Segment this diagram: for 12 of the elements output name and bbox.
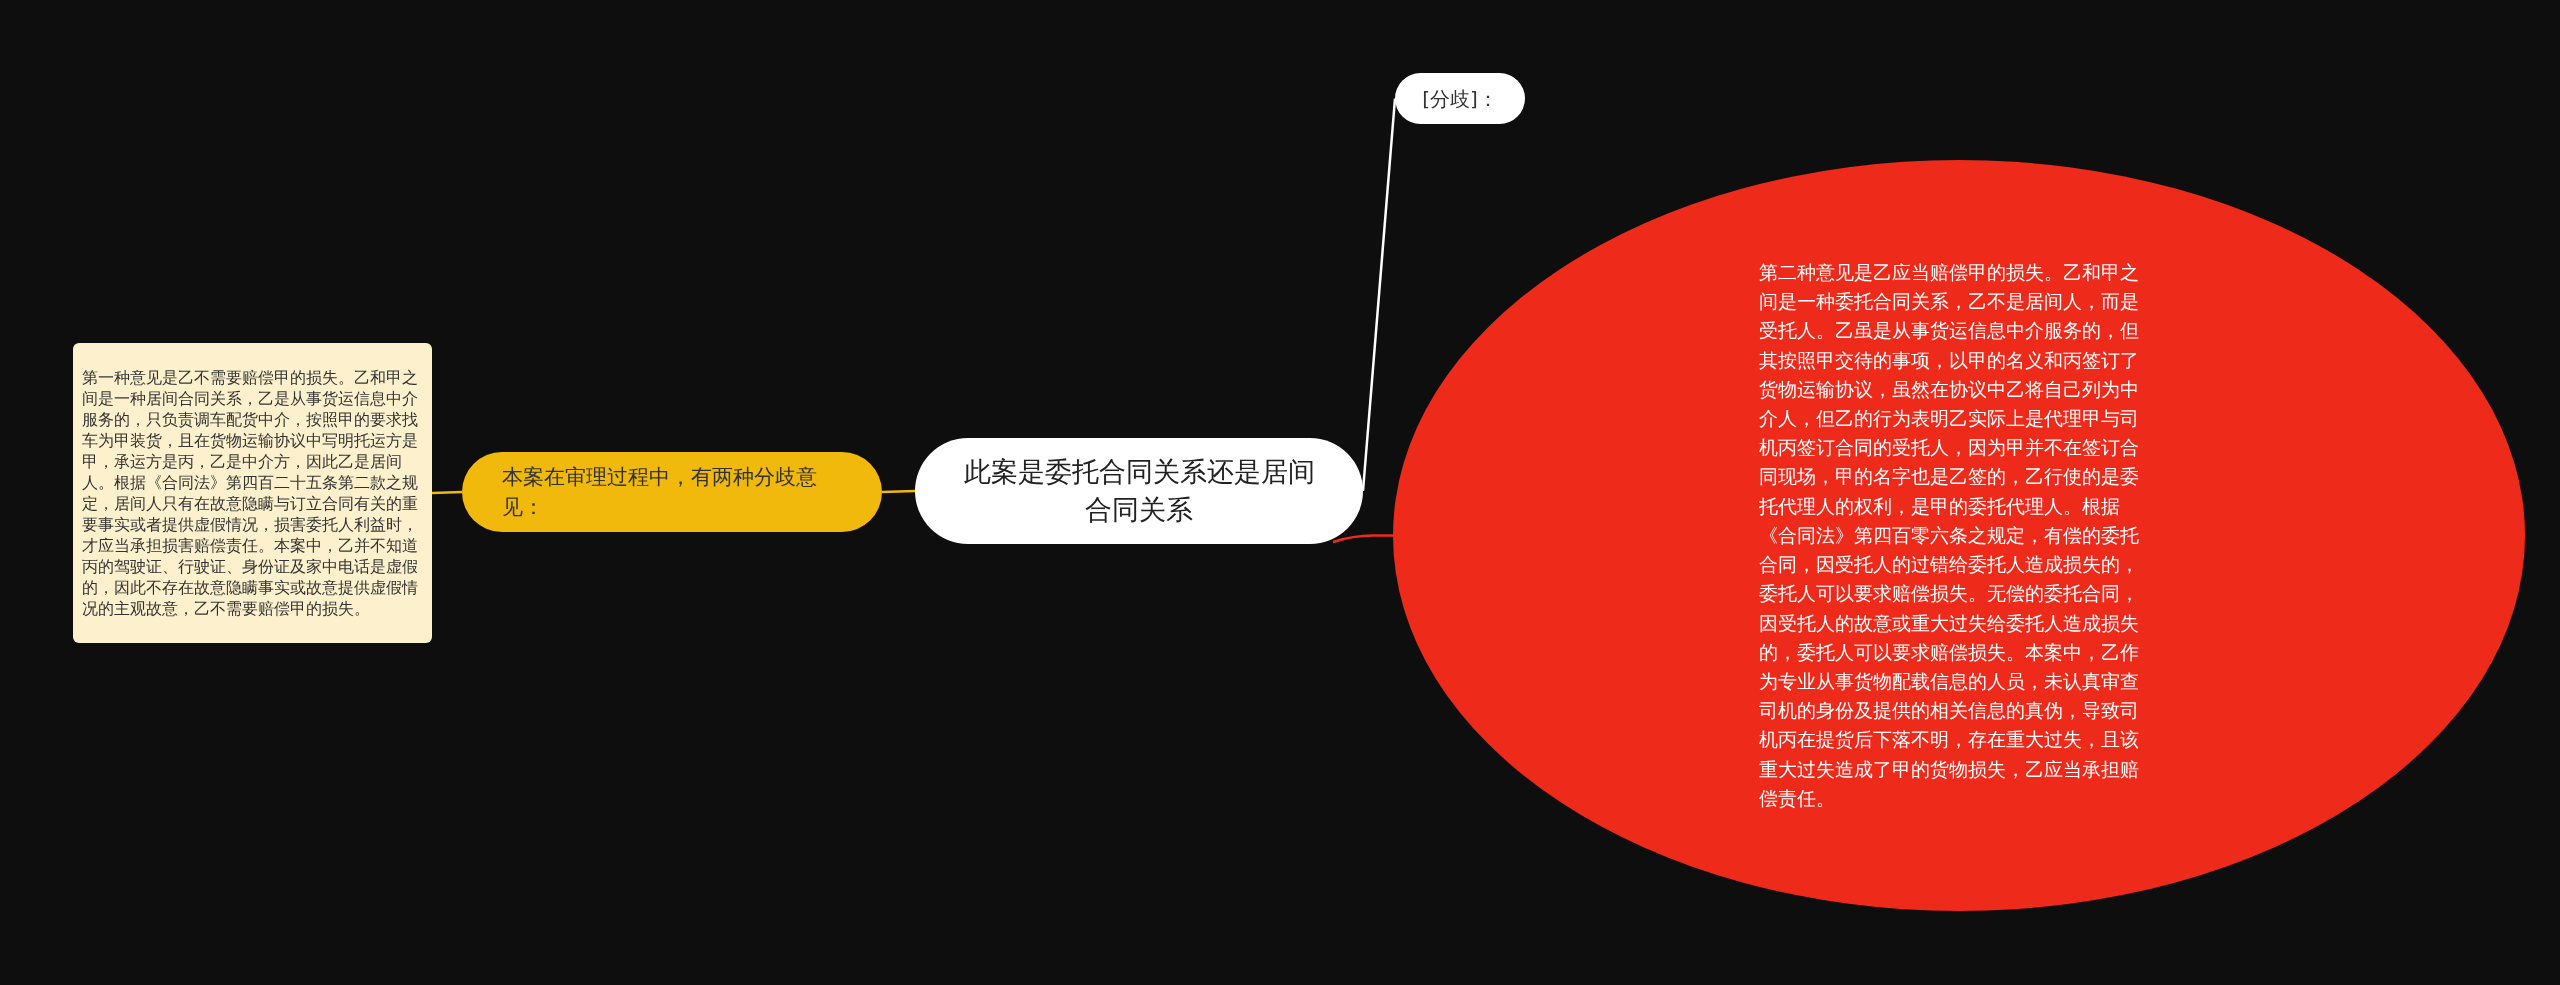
- note-box: [73, 343, 432, 643]
- connector-line: [431, 490, 463, 495]
- topic-text: [分歧]：: [1422, 85, 1498, 112]
- topic-box: [1395, 73, 1525, 124]
- central-topic-box: [915, 438, 1363, 544]
- opinion-text: 第二种意见是乙应当赔偿甲的损失。乙和甲之间是一种委托合同关系，乙不是居间人，而是受托人。乙虽是从事货运信息中介服务的，但其按照甲交待的事项，以甲的名义和丙签订了货物运输协议，虽然在协议中乙将自己列为中介人，但乙的行为表明乙实际上是代理甲与司机丙签订合同的受托人，因为甲并不在签订合同现场，甲的名字也是乙签的，乙行使的是委托代理人的权利，是甲的委托代理人。根据《合同法》第四百零六条之规定，有偿的委托合同，因受托人的过错给委托人造成损失的，委托人可以要求赔偿损失。无偿的委托合同，因受托人的故意或重大过失给委托人造成损失的，委托人可以要求赔偿损失。本案中，乙作为专业从事货物配载信息的人员，未认真审查司机的身份及提供的相关信息的真伪，导致司机丙在提货后下落不明，存在重大过失，且该重大过失造成了甲的货物损失，乙应当承担赔偿责任。: [1759, 260, 2140, 811]
- connector-line: [881, 489, 916, 494]
- connector-line: [1332, 534, 1393, 544]
- note-text: 第一种意见是乙不需要赔偿甲的损失。乙和甲之间是一种居间合同关系，乙是从事货运信息中介服务的，只负责调车配货中介，按照甲的要求找车为甲装货，且在货物运输协议中写明托运方是甲，承运方是丙，乙是中介方，因此乙是居间人。根据《合同法》第四百二十五条第二款之规定，居间人只有在故意隐瞒与订立合同有关的重要事实或者提供虚假情况，损害委托人利益时，才应当承担损害赔偿责任。本案中，乙并不知道丙的驾驶证、行驶证、身份证及家中电话是虚假的，因此不存在故意隐瞒事实或故意提供虚假情况的主观故意，乙不需要赔偿甲的损失。: [82, 367, 419, 619]
- topic-text: 此案是委托合同关系还是居间合同关系: [962, 455, 1316, 527]
- connector-line: [1361, 98, 1397, 492]
- topic-text: 本案在审理过程中，有两种分歧意见：: [502, 464, 818, 521]
